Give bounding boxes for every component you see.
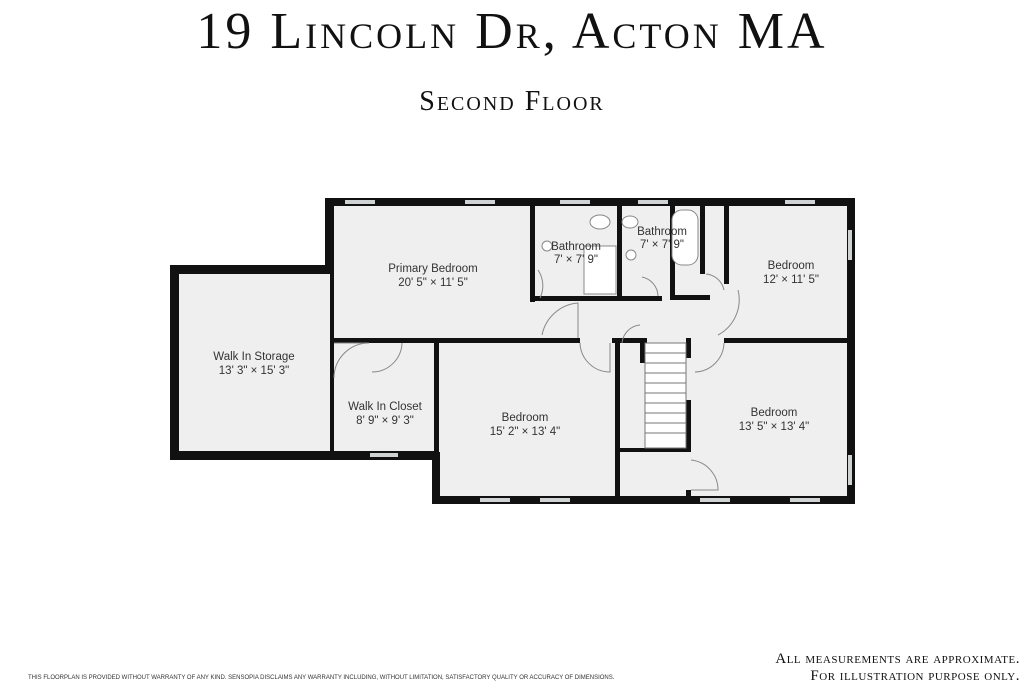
approximation-note: All measurements are approximate. For il… [775,651,1020,685]
room-dims: 13' 5" × 13' 4" [739,421,809,433]
room-dims: 12' × 11' 5" [763,274,819,286]
page-title: 19 Lincoln Dr, Acton MA [196,3,828,60]
room-name: Primary Bedroom [388,263,477,275]
room-name: Bathroom [637,226,687,238]
room-name: Bedroom [768,260,815,272]
room-name: Bathroom [551,241,601,253]
room-name: Walk In Storage [213,351,294,363]
room-dims: 7' × 7' 9" [554,254,598,266]
room-name: Walk In Closet [348,401,423,413]
floor-areas [174,204,852,503]
room-dims: 7' × 7' 9" [640,239,684,251]
room-dims: 20' 5" × 11' 5" [398,277,468,289]
note-line-1: All measurements are approximate. [775,651,1020,667]
bathroom-fixtures [541,209,699,295]
floor-subtitle: Second Floor [419,86,605,117]
room-dims: 15' 2" × 13' 4" [490,426,560,438]
room-dims: 13' 3" × 15' 3" [219,365,289,377]
staircase [644,342,687,449]
note-line-2: For illustration purpose only. [810,668,1020,684]
room-name: Bedroom [751,407,798,419]
disclaimer: THIS FLOORPLAN IS PROVIDED WITHOUT WARRA… [28,675,615,681]
room-labels: Walk In Storage 13' 3" × 15' 3" Primary … [213,226,819,438]
door-swings [333,269,740,491]
room-dims: 8' 9" × 9' 3" [356,415,414,427]
room-name: Bedroom [502,412,549,424]
windows [345,200,852,502]
